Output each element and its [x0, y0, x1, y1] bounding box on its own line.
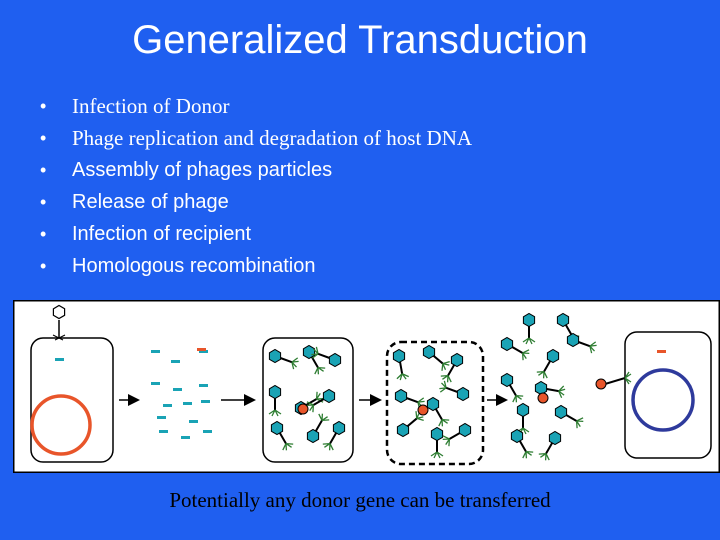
phage-icon	[323, 390, 334, 403]
dna-fragment-icon	[183, 402, 192, 405]
phage-icon	[53, 306, 64, 319]
dna-fragment-icon	[203, 430, 212, 433]
bullet-item: • Homologous recombination	[40, 250, 472, 282]
dna-fragment-icon	[181, 436, 190, 439]
phage-icon	[303, 346, 314, 359]
phage-icon	[511, 430, 522, 443]
phage-icon	[307, 430, 318, 443]
phage-icon	[427, 398, 438, 411]
bullet-item: • Phage replication and degradation of ho…	[40, 122, 472, 154]
phage-icon	[535, 382, 546, 395]
bullet-dot-icon: •	[40, 250, 46, 282]
dna-fragment-icon	[173, 388, 182, 391]
bullet-text: Release of phage	[72, 191, 229, 213]
phage-icon	[418, 405, 428, 415]
phage-icon	[538, 393, 548, 403]
bullet-text: Homologous recombination	[72, 255, 315, 277]
phage-icon	[333, 422, 344, 435]
bullet-item: • Release of phage	[40, 186, 472, 218]
bullet-dot-icon: •	[40, 154, 46, 186]
bullet-item: • Infection of Donor	[40, 90, 472, 122]
phage-icon	[547, 350, 558, 363]
dna-fragment-icon	[189, 420, 198, 423]
phage-icon	[596, 379, 606, 389]
bullet-text: Assembly of phages particles	[72, 159, 332, 181]
bullet-item: • Assembly of phages particles	[40, 154, 472, 186]
dna-fragment-icon	[159, 430, 168, 433]
phage-icon	[397, 424, 408, 437]
phage-icon	[271, 422, 282, 435]
phage-icon	[549, 432, 560, 445]
dna-fragment-icon	[163, 404, 172, 407]
bullet-dot-icon: •	[40, 218, 46, 250]
phage-icon	[501, 374, 512, 387]
phage-icon	[523, 314, 534, 327]
phage-icon	[459, 424, 470, 437]
phage-icon	[393, 350, 404, 363]
phage-icon	[423, 346, 434, 359]
phage-icon	[329, 354, 340, 367]
phage-icon	[567, 334, 578, 347]
slide-title: Generalized Transduction	[0, 18, 720, 63]
phage-icon	[517, 404, 528, 417]
phage-icon	[451, 354, 462, 367]
phage-icon	[557, 314, 568, 327]
phage-icon	[457, 388, 468, 401]
phage-icon	[298, 404, 308, 414]
phage-icon	[269, 386, 280, 399]
bullet-text: Phage replication and degradation of hos…	[72, 126, 472, 150]
dna-fragment-icon	[199, 384, 208, 387]
dna-fragment-icon	[197, 348, 206, 351]
dna-fragment-icon	[157, 416, 166, 419]
phage-icon	[395, 390, 406, 403]
dna-fragment-icon	[657, 350, 666, 353]
phage-icon	[501, 338, 512, 351]
bullet-dot-icon: •	[40, 90, 46, 122]
dna-fragment-icon	[55, 358, 64, 361]
phage-icon	[431, 428, 442, 441]
bullet-dot-icon: •	[40, 122, 46, 154]
caption: Potentially any donor gene can be transf…	[0, 488, 720, 513]
dna-fragment-icon	[151, 382, 160, 385]
transduction-diagram	[13, 300, 720, 473]
bullet-text: Infection of Donor	[72, 94, 229, 118]
bullet-item: • Infection of recipient	[40, 218, 472, 250]
phage-icon	[269, 350, 280, 363]
bullet-list: • Infection of Donor • Phage replication a…	[40, 90, 472, 282]
bullet-text: Infection of recipient	[72, 223, 251, 245]
dna-fragment-icon	[201, 400, 210, 403]
bullet-dot-icon: •	[40, 186, 46, 218]
dna-fragment-icon	[151, 350, 160, 353]
diagram-panel	[13, 300, 720, 473]
dna-fragment-icon	[171, 360, 180, 363]
phage-icon	[555, 406, 566, 419]
